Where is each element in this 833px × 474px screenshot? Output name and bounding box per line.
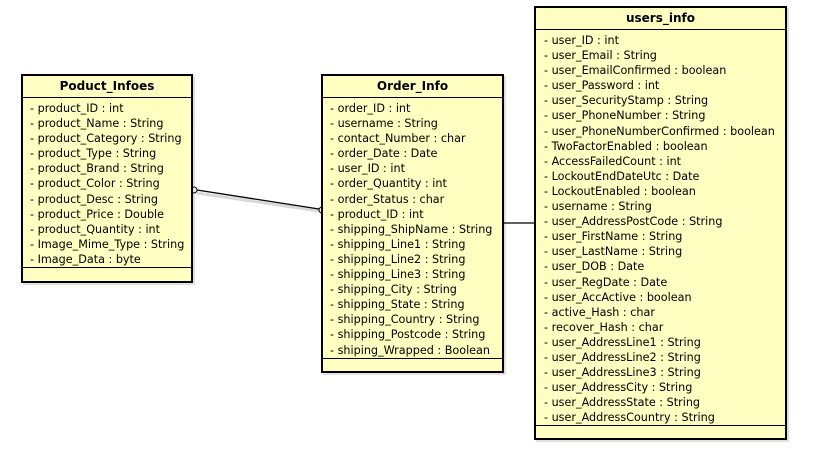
attribute-row: - product_ID : int	[30, 102, 124, 115]
attribute-row: - username : String	[330, 117, 438, 131]
attribute-row: - order_Date : Date	[330, 147, 438, 161]
attribute-row: - shipping_Line3 : String	[330, 268, 466, 282]
attribute-row: - user_DOB : Date	[544, 260, 645, 274]
attribute-row: - product_Color : String	[30, 177, 160, 191]
attribute-row: - user_AddressCountry : String	[544, 411, 715, 425]
attribute-row: - user_EmailConfirmed : boolean	[544, 64, 727, 78]
attribute-row: - shipping_Country : String	[330, 313, 480, 327]
attribute-row: - user_AddressLine1 : String	[544, 335, 701, 349]
attribute-row: - Image_Mime_Type : String	[30, 237, 185, 251]
attribute-row: - order_Status : char	[330, 192, 445, 206]
attribute-row: - user_AddressPostCode : String	[544, 215, 723, 229]
attribute-row: - user_Password : int	[544, 79, 660, 93]
attribute-row: - active_Hash : char	[544, 305, 655, 319]
class-box-users-info[interactable]: users_info - user_ID : int - user_Email …	[534, 6, 787, 440]
attribute-row: - user_PhoneNumberConfirmed : boolean	[544, 124, 775, 138]
association-products-order[interactable]	[190, 186, 326, 214]
attribute-row: - product_ID : int	[330, 207, 424, 221]
attribute-compartment: - order_ID : int - username : String - c…	[323, 98, 502, 359]
attribute-row: - shipping_ShipName : String	[330, 222, 493, 236]
attribute-row: - product_Price : Double	[30, 207, 165, 221]
attribute-compartment: - user_ID : int - user_Email : String - …	[536, 30, 785, 427]
operation-compartment	[323, 359, 502, 365]
attribute-row: - user_SecurityStamp : String	[544, 94, 709, 108]
attribute-row: - user_AddressLine2 : String	[544, 350, 701, 364]
class-name: users_info	[536, 8, 785, 30]
class-name: Order_Info	[323, 76, 502, 98]
attribute-compartment: - product_ID : int - product_Name : Stri…	[23, 98, 191, 269]
attribute-row: - shiping_Wrapped : Boolean	[330, 343, 491, 357]
attribute-row: - shipping_City : String	[330, 283, 457, 297]
attribute-row: - user_Email : String	[544, 49, 657, 63]
attribute-row: - user_LastName : String	[544, 245, 683, 259]
attribute-row: - user_AddressLine3 : String	[544, 366, 701, 380]
attribute-row: - user_FirstName : String	[544, 230, 683, 244]
attribute-row: - user_ID : int	[544, 34, 619, 47]
attribute-row: - user_AddressState : String	[544, 396, 701, 410]
attribute-row: - product_Name : String	[30, 117, 164, 131]
attribute-row: - order_ID : int	[330, 102, 411, 115]
attribute-row: - Image_Data : byte	[30, 252, 141, 266]
attribute-row: - user_PhoneNumber : String	[544, 109, 706, 123]
attribute-row: - user_ID : int	[330, 162, 405, 176]
attribute-row: - username : String	[544, 200, 652, 214]
attribute-row: - user_AccActive : boolean	[544, 290, 692, 304]
attribute-row: - product_Brand : String	[30, 162, 164, 176]
attribute-row: - TwoFactorEnabled : boolean	[544, 139, 708, 153]
attribute-row: - shipping_State : String	[330, 298, 465, 312]
attribute-row: - user_AddressCity : String	[544, 381, 693, 395]
attribute-row: - product_Type : String	[30, 147, 157, 161]
class-name: Poduct_Infoes	[23, 76, 191, 98]
attribute-row: - contact_Number : char	[330, 132, 466, 146]
attribute-row: - shipping_Line2 : String	[330, 252, 466, 266]
attribute-row: - recover_Hash : char	[544, 320, 664, 334]
attribute-row: - product_Quantity : int	[30, 222, 161, 236]
class-box-poduct-infoes[interactable]: Poduct_Infoes - product_ID : int - produ…	[21, 74, 193, 283]
attribute-row: - AccessFailedCount : int	[544, 154, 682, 168]
attribute-row: - order_Quantity : int	[330, 177, 447, 191]
attribute-row: - shipping_Postcode : String	[330, 328, 486, 342]
class-box-order-info[interactable]: Order_Info - order_ID : int - username :…	[321, 74, 504, 373]
operation-compartment	[23, 268, 191, 274]
attribute-row: - product_Desc : String	[30, 192, 158, 206]
operation-compartment	[536, 426, 785, 432]
attribute-row: - product_Category : String	[30, 132, 182, 146]
attribute-row: - LockoutEndDateUtc : Date	[544, 169, 700, 183]
attribute-row: - user_RegDate : Date	[544, 275, 668, 289]
attribute-row: - LockoutEnabled : boolean	[544, 184, 696, 198]
attribute-row: - shipping_Line1 : String	[330, 237, 466, 251]
